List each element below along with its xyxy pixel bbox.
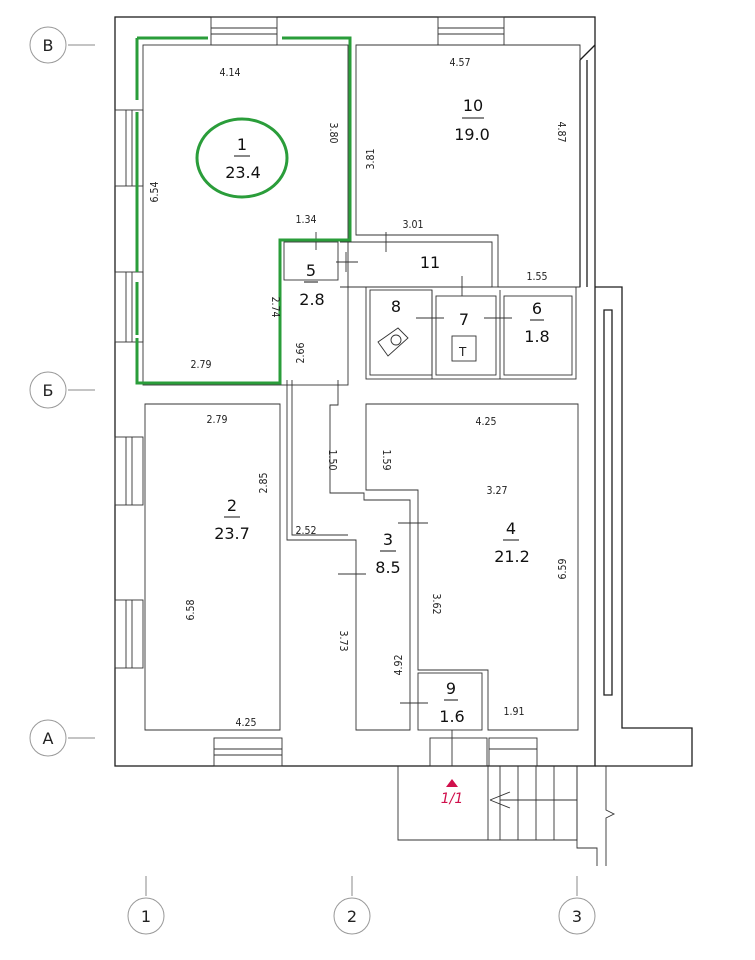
dimension-label: 3.81 (365, 148, 377, 169)
section-mark: 1/1 (441, 779, 464, 807)
dimension-label: 1.34 (295, 214, 316, 226)
grid-col-label: 1 (141, 907, 151, 926)
dimension-label: 2.66 (295, 342, 307, 363)
dimension-label: 1.59 (380, 449, 392, 470)
room-number: 8 (391, 297, 401, 316)
dimension-label: 3.01 (402, 219, 423, 231)
dimension-label: 1.91 (503, 706, 524, 718)
dimension-label: 4.25 (475, 416, 496, 428)
grid-row-label: Б (43, 381, 54, 400)
dimension-label: 6.58 (185, 599, 197, 620)
room-number: 10 (463, 96, 483, 115)
room-number: 1 (237, 135, 247, 154)
room-number: 3 (383, 530, 393, 549)
dimension-label: 1.55 (526, 271, 547, 283)
room-area: 1.6 (439, 707, 464, 726)
grid-col-label: 3 (572, 907, 582, 926)
room-number: 6 (532, 299, 542, 318)
dimension-label: 3.80 (327, 122, 339, 143)
room-area: 21.2 (494, 547, 530, 566)
dimension-label: 2.74 (269, 296, 281, 317)
grid-row-label: А (43, 729, 54, 748)
room-number: 7 (459, 310, 469, 329)
room-number: 2 (227, 496, 237, 515)
room-number: 9 (446, 679, 456, 698)
dimension-label: 4.92 (393, 654, 405, 675)
room-area: 2.8 (299, 290, 324, 309)
room-area: 1.8 (524, 327, 549, 346)
dimension-label: 3.73 (337, 630, 349, 651)
dimension-label: 6.59 (557, 558, 569, 579)
dimension-label: 6.54 (149, 181, 161, 202)
grid-axes: В Б А 1 2 3 (29, 26, 596, 935)
room-area: 8.5 (375, 558, 400, 577)
interior-walls: T (142, 44, 616, 866)
grid-row-label: В (43, 36, 54, 55)
room-area: 23.7 (214, 524, 250, 543)
room-number: 11 (420, 253, 440, 272)
room-number: 5 (306, 261, 316, 280)
dimension-label: 4.87 (555, 121, 567, 142)
windows (114, 16, 538, 767)
dimension-label: 4.57 (449, 57, 470, 69)
dimension-label: 2.85 (258, 472, 270, 493)
dimension-label: 4.25 (235, 717, 256, 729)
section-mark-label: 1/1 (441, 791, 464, 807)
room-labels: 1 23.4 10 19.0 11 5 2.8 8 7 6 1.8 2 23.7… (214, 96, 550, 726)
outer-walls (114, 16, 693, 767)
room-area: 19.0 (454, 125, 490, 144)
dimensions: 4.14 3.80 6.54 2.79 4.57 4.87 3.81 1.34 … (149, 57, 569, 729)
highlight-room-1 (135, 36, 352, 385)
dimension-label: 3.27 (486, 485, 507, 497)
grid-col-label: 2 (347, 907, 357, 926)
room-area: 23.4 (225, 163, 261, 182)
dimension-label: 3.62 (430, 593, 442, 614)
dimension-label: 1.50 (326, 449, 338, 470)
dimension-label: 2.79 (206, 414, 227, 426)
dimension-label: 4.14 (219, 67, 240, 79)
dimension-label: 2.79 (190, 359, 211, 371)
dimension-label: 2.52 (295, 525, 316, 537)
toilet-symbol: T (458, 345, 467, 359)
room-number: 4 (506, 519, 516, 538)
